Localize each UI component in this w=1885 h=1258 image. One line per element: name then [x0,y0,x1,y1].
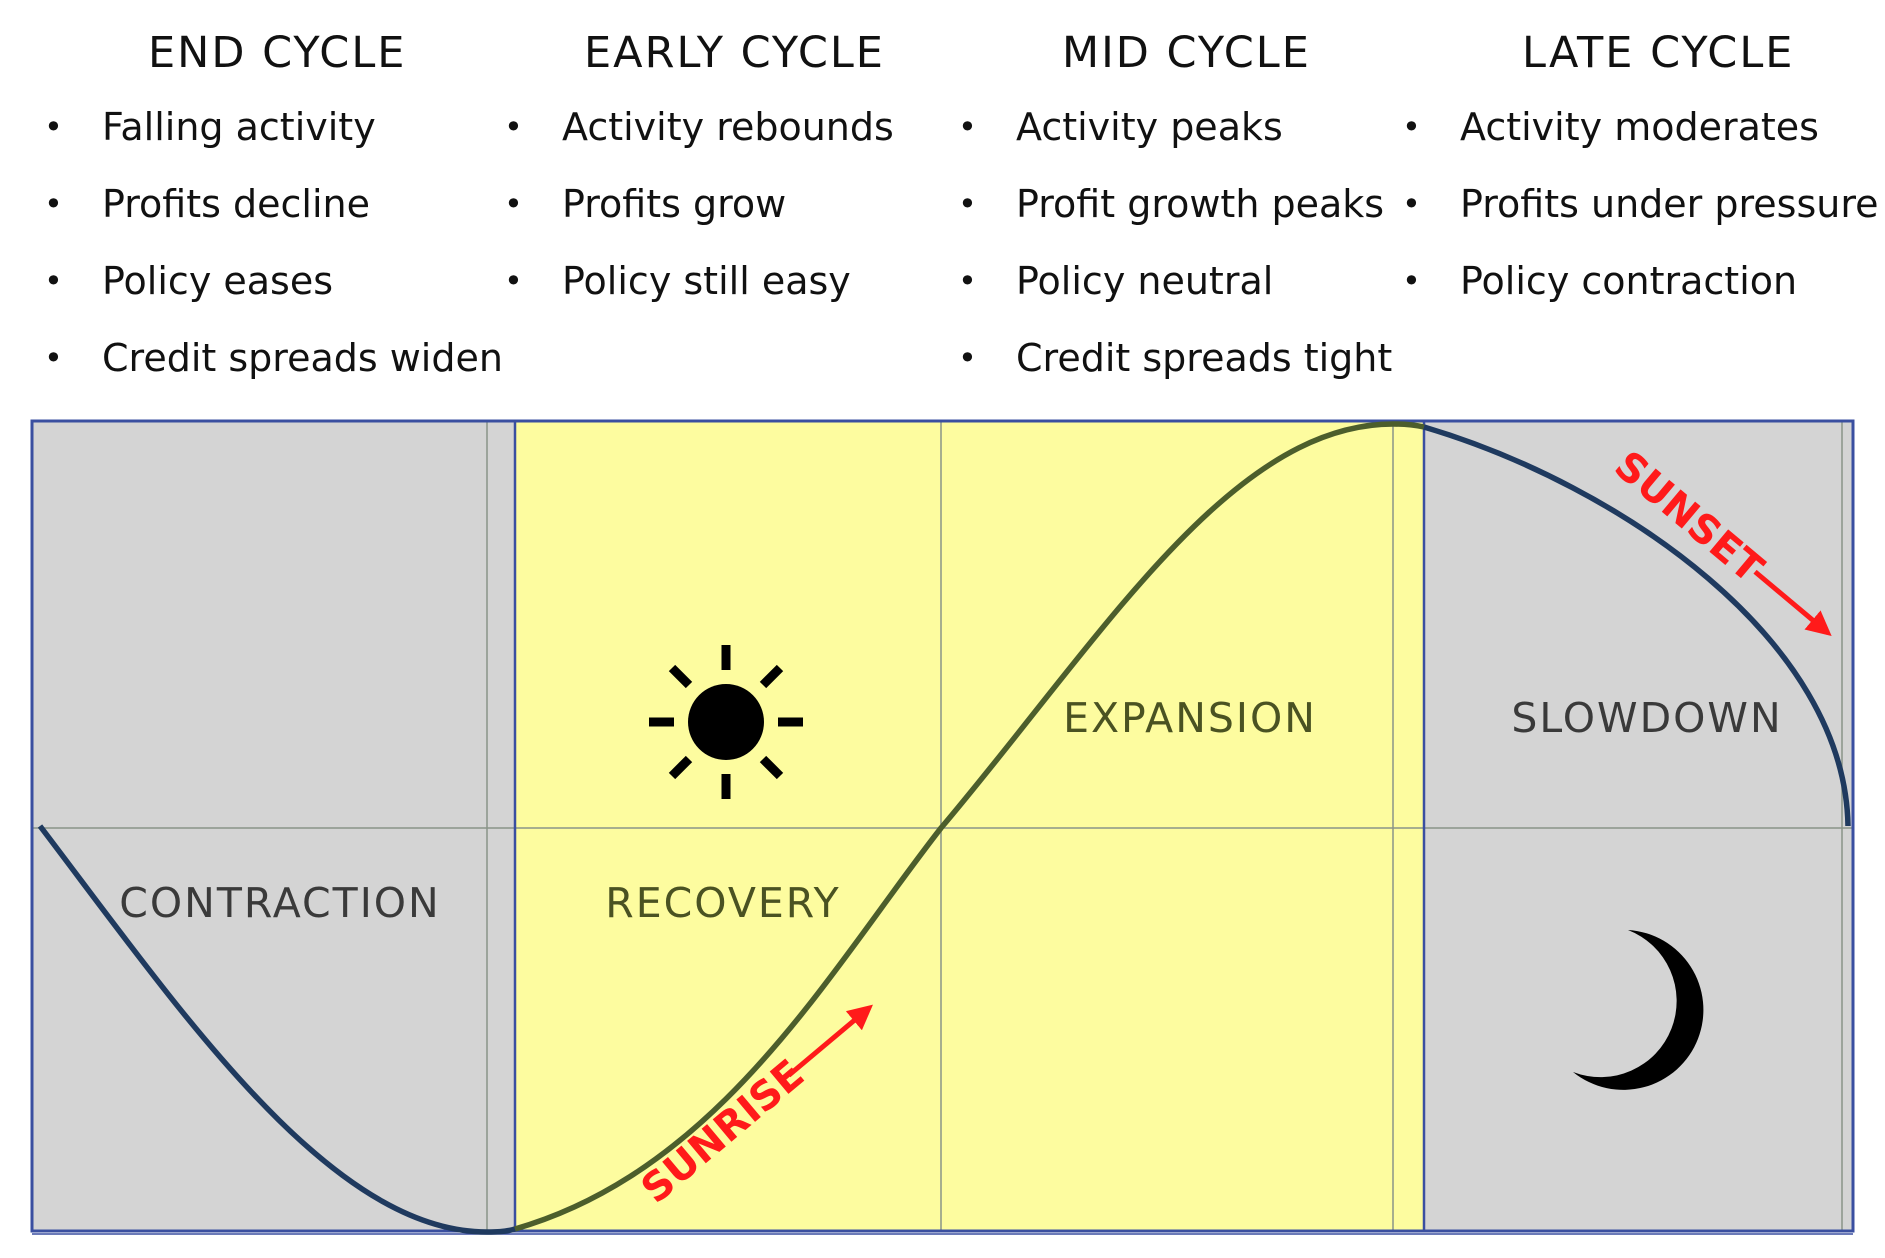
column-title: END CYCLE [148,28,407,78]
zone-slowdown [1424,421,1853,1231]
phase-label-expansion: EXPANSION [1063,694,1317,742]
bullet-list: Activity rebounds Profits grow Policy st… [490,102,894,333]
phase-label-contraction: CONTRACTION [119,879,440,927]
diagram-frame [30,419,1855,1233]
zone-contraction [32,421,515,1231]
bullet-item: Falling activity [30,102,503,179]
bullet-item: Policy neutral [944,256,1392,333]
column-title: EARLY CYCLE [584,28,885,78]
bullet-list: Activity peaks Profit growth peaks Polic… [944,102,1392,410]
bullet-item: Policy still easy [490,256,894,333]
bullet-item: Profit growth peaks [944,179,1392,256]
bullet-item: Profits grow [490,179,894,256]
bullet-list: Falling activity Profits decline Policy … [30,102,503,410]
bullet-item: Activity peaks [944,102,1392,179]
column-title: MID CYCLE [1062,28,1311,78]
bullet-item: Credit spreads tight [944,333,1392,410]
sun-icon [649,645,803,799]
column-title: LATE CYCLE [1522,28,1795,78]
bullet-item: Activity rebounds [490,102,894,179]
moon-icon [1573,930,1704,1090]
phase-label-recovery: RECOVERY [605,879,840,927]
cycle-curve-slowdown [1423,424,1851,827]
cycle-curve-expansion [514,421,1425,1232]
zone-expansion [941,421,1424,1231]
bullet-item: Activity moderates [1388,102,1879,179]
cycle-curve-contraction [37,824,516,1235]
bullet-item: Policy contraction [1388,256,1879,333]
bullet-item: Profits decline [30,179,503,256]
bullet-item: Credit spreads widen [30,333,503,410]
bullet-item: Policy eases [30,256,503,333]
phase-label-slowdown: SLOWDOWN [1511,694,1782,742]
bullet-list: Activity moderates Profits under pressur… [1388,102,1879,333]
bullet-item: Profits under pressure [1388,179,1879,256]
